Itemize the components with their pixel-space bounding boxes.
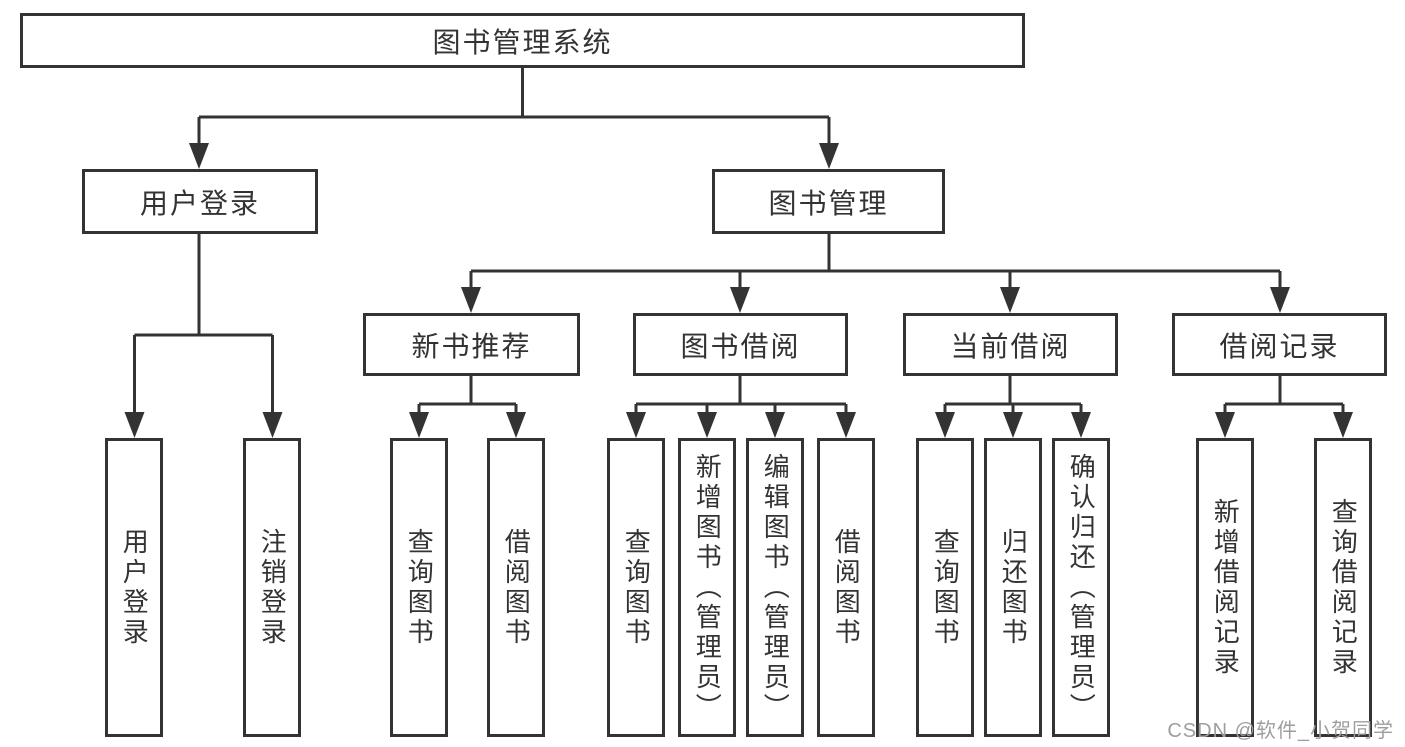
node-leaf-user-login: 用户登录 bbox=[105, 438, 163, 737]
node-leaf-edit-book-admin: 编辑图书（管理员） bbox=[746, 438, 804, 737]
node-leaf-borrow-book-2: 借阅图书 bbox=[817, 438, 875, 737]
node-leaf-confirm-return-admin: 确认归还（管理员） bbox=[1052, 438, 1110, 737]
node-leaf-query-book-3: 查询图书 bbox=[916, 438, 974, 737]
node-book-management: 图书管理 bbox=[712, 169, 945, 234]
node-leaf-return-book: 归还图书 bbox=[984, 438, 1042, 737]
node-leaf-add-book-admin: 新增图书（管理员） bbox=[678, 438, 736, 737]
node-leaf-logout: 注销登录 bbox=[243, 438, 301, 737]
node-leaf-query-book-1: 查询图书 bbox=[390, 438, 448, 737]
node-root: 图书管理系统 bbox=[20, 13, 1025, 68]
node-leaf-borrow-book-1: 借阅图书 bbox=[487, 438, 545, 737]
node-leaf-query-borrow-record: 查询借阅记录 bbox=[1314, 438, 1372, 737]
node-user-login: 用户登录 bbox=[82, 169, 318, 234]
node-leaf-add-borrow-record: 新增借阅记录 bbox=[1196, 438, 1254, 737]
csdn-watermark: CSDN @软件_小贺同学 bbox=[1167, 720, 1394, 742]
node-current-borrow: 当前借阅 bbox=[903, 313, 1118, 376]
node-book-borrow: 图书借阅 bbox=[633, 313, 848, 376]
node-new-book-recommend: 新书推荐 bbox=[363, 313, 580, 376]
node-leaf-query-book-2: 查询图书 bbox=[607, 438, 665, 737]
node-borrow-records: 借阅记录 bbox=[1172, 313, 1387, 376]
